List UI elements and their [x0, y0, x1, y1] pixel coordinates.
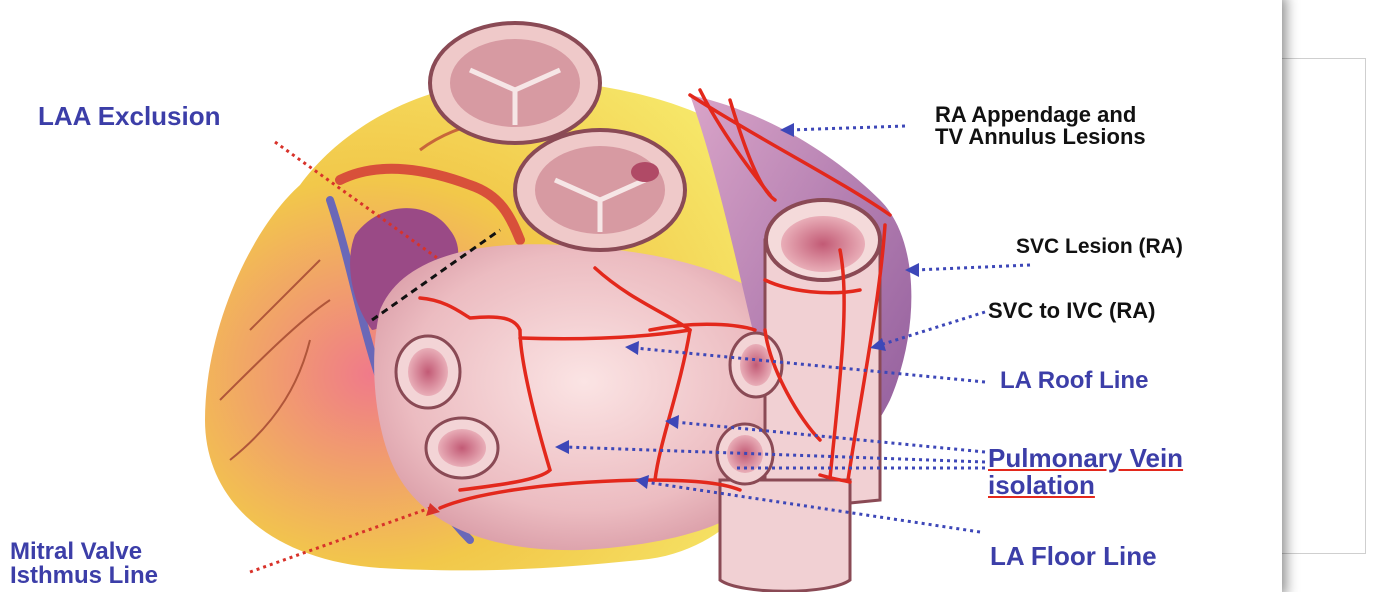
label-mitral-valve-line1: Mitral Valve [10, 540, 158, 564]
label-ra-appendage-line1: RA Appendage and [935, 104, 1146, 126]
label-pulmonary-vein: Pulmonary Vein isolation [988, 445, 1183, 498]
label-pulmonary-vein-line1: Pulmonary Vein [988, 445, 1183, 472]
label-svc-to-ivc: SVC to IVC (RA) [988, 300, 1155, 322]
label-svc-lesion: SVC Lesion (RA) [1016, 236, 1183, 257]
heart-illustration [0, 0, 1282, 592]
label-laa-exclusion: LAA Exclusion [38, 103, 221, 130]
label-ra-appendage-line2: TV Annulus Lesions [935, 126, 1146, 148]
heart-lesion-diagram: LAA Exclusion RA Appendage and TV Annulu… [0, 0, 1282, 592]
inferior-vena-cava [720, 480, 850, 591]
label-ra-appendage: RA Appendage and TV Annulus Lesions [935, 104, 1146, 149]
label-pulmonary-vein-line2: isolation [988, 472, 1183, 499]
label-mitral-valve-line2: Isthmus Line [10, 564, 158, 588]
label-la-floor-line: LA Floor Line [990, 543, 1157, 570]
label-la-roof-line: LA Roof Line [1000, 369, 1148, 393]
label-mitral-valve: Mitral Valve Isthmus Line [10, 540, 158, 589]
